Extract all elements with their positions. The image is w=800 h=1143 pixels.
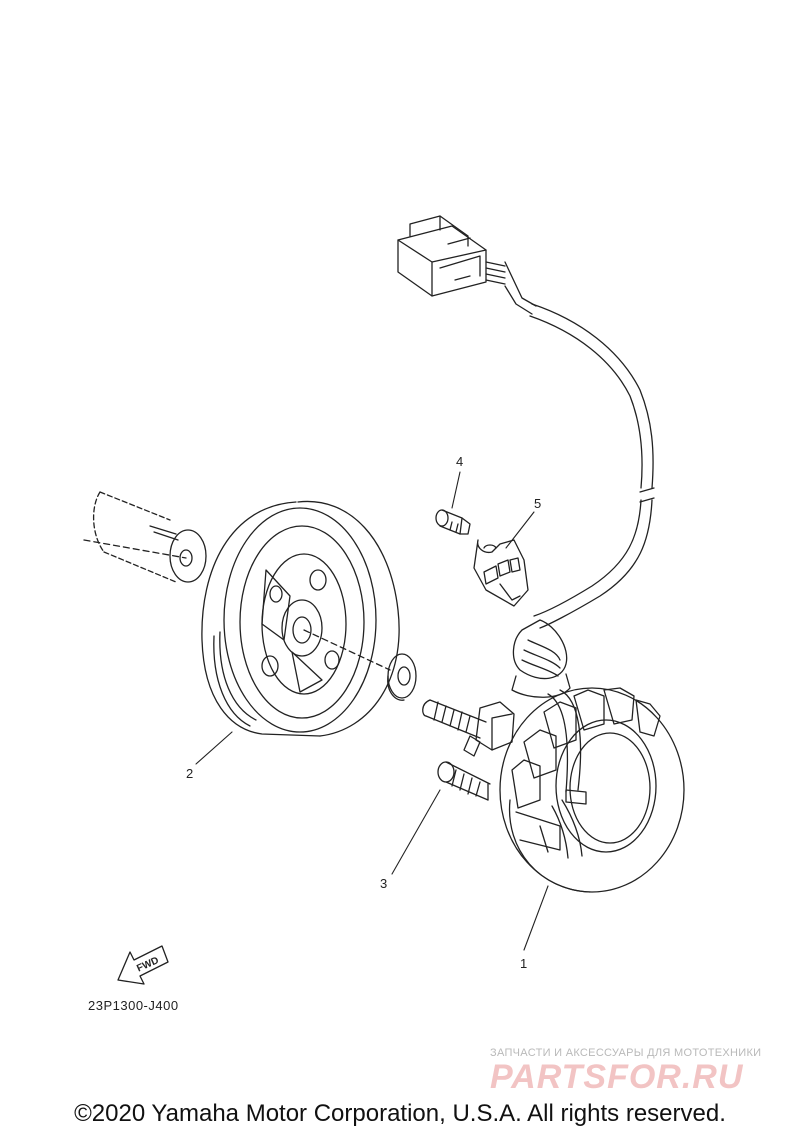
drawing-code: 23P1300-J400 — [88, 998, 179, 1013]
stator-assembly — [499, 687, 685, 893]
callout-5: 5 — [534, 496, 541, 511]
washer — [387, 653, 417, 701]
centerline-rotor — [303, 629, 391, 671]
callout-2: 2 — [186, 766, 193, 781]
fwd-arrow-icon — [117, 945, 169, 985]
flywheel-rotor — [201, 500, 400, 737]
watermark-tagline: ЗАПЧАСТИ И АКСЕССУАРЫ ДЛЯ МОТОТЕХНИКИ — [490, 1047, 761, 1059]
rotor-bolt — [422, 699, 515, 757]
clamp-bolt — [435, 509, 471, 535]
stator-connector — [397, 215, 537, 315]
crankshaft-end — [92, 491, 207, 583]
callout-4: 4 — [456, 454, 463, 469]
stator-screw — [437, 761, 491, 801]
wire-grommet — [511, 619, 571, 698]
leader-lines — [195, 471, 549, 951]
copyright-notice: ©2020 Yamaha Motor Corporation, U.S.A. A… — [74, 1100, 726, 1127]
callout-3: 3 — [380, 876, 387, 891]
watermark-logo: PARTSFOR.RU — [490, 1058, 744, 1096]
callout-1: 1 — [520, 956, 527, 971]
wire-clamp — [473, 539, 529, 607]
wire-harness — [529, 303, 655, 629]
centerline-shaft — [83, 539, 187, 559]
